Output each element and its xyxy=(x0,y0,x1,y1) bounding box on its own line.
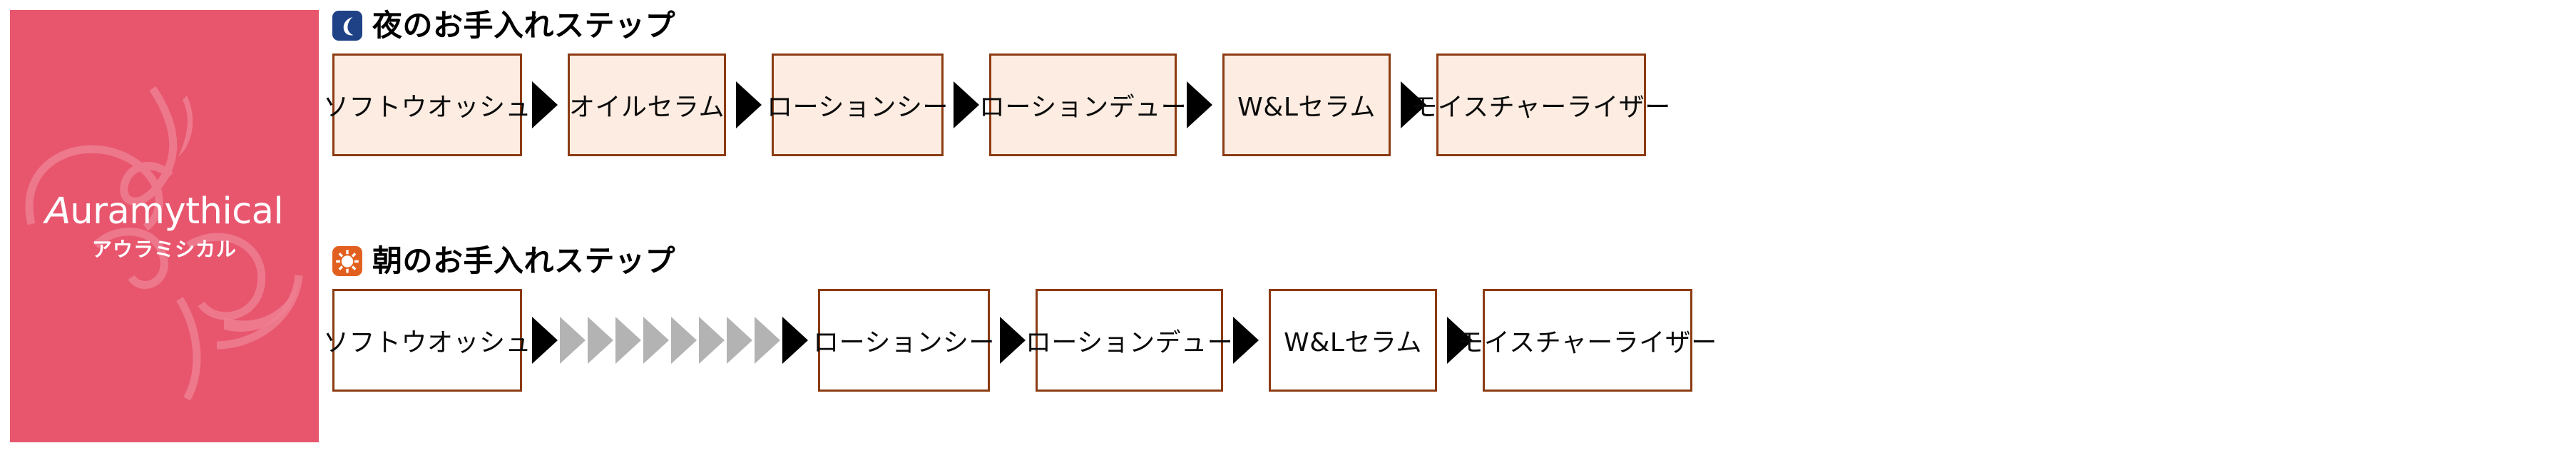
arrow-right-icon xyxy=(954,81,979,128)
arrow-right-skip-icon xyxy=(615,317,641,364)
morning-section-header: 朝のお手入れステップ xyxy=(332,241,1692,281)
brand-wordmark-rest: uramythical xyxy=(70,190,284,233)
morning-section-title: 朝のお手入れステップ xyxy=(372,243,676,278)
morning-step-3[interactable]: ローションデュー xyxy=(1026,289,1233,392)
morning-step-row: ソフトウオッシュ ローションシー ローションデュー W&Lセラム xyxy=(323,287,1717,394)
arrow-right-skip-icon xyxy=(671,317,697,364)
arrow-right-icon xyxy=(1233,317,1259,364)
night-step-5[interactable]: W&Lセラム xyxy=(1222,54,1391,156)
arrow-right-icon xyxy=(782,317,808,364)
arrow-right-skip-icon xyxy=(755,317,780,364)
night-section-title: 夜のお手入れステップ xyxy=(372,8,676,43)
arrow-right-skip-icon xyxy=(727,317,752,364)
arrow-right-icon xyxy=(1401,81,1426,128)
brand-subwordmark: アウラミシカル xyxy=(91,237,237,261)
night-step-2[interactable]: オイルセラム xyxy=(568,54,726,156)
arrow-right-icon xyxy=(532,317,558,364)
night-step-row: ソフトウオッシュ オイルセラム ローションシー ローションデュー W&Lセラム … xyxy=(323,51,1670,158)
night-step-4[interactable]: ローションデュー xyxy=(979,54,1187,156)
morning-step-4[interactable]: W&Lセラム xyxy=(1269,289,1437,392)
morning-step-5[interactable]: モイスチャーライザー xyxy=(1458,289,1717,392)
arrow-right-icon xyxy=(532,81,558,128)
night-care-section: 夜のお手入れステップ ソフトウオッシュ オイルセラム ローションシー ローション… xyxy=(323,6,1670,158)
sun-icon xyxy=(332,246,362,276)
arrow-right-skip-icon xyxy=(643,317,669,364)
morning-step-1[interactable]: ソフトウオッシュ xyxy=(323,289,531,392)
arrow-right-icon xyxy=(1447,317,1473,364)
arrow-right-icon xyxy=(1187,81,1212,128)
arrow-right-skip-icon xyxy=(588,317,613,364)
brand-wordmark: Auramythical xyxy=(41,190,284,233)
arrow-right-icon xyxy=(736,81,762,128)
night-step-6[interactable]: モイスチャーライザー xyxy=(1411,54,1670,156)
arrow-right-skip-icon xyxy=(699,317,725,364)
moon-icon xyxy=(332,11,362,41)
arrow-right-icon xyxy=(1000,317,1026,364)
morning-care-section: 朝のお手入れステップ ソフトウオッシュ ローションシー ローションデュー xyxy=(323,241,1717,394)
morning-step-2[interactable]: ローションシー xyxy=(813,289,994,392)
night-step-3[interactable]: ローションシー xyxy=(767,54,948,156)
night-section-header: 夜のお手入れステップ xyxy=(332,6,1646,46)
brand-panel: Auramythical アウラミシカル xyxy=(10,10,319,442)
brand-lockup: Auramythical アウラミシカル xyxy=(10,10,319,442)
night-step-1[interactable]: ソフトウオッシュ xyxy=(323,54,531,156)
arrow-right-skip-icon xyxy=(560,317,586,364)
